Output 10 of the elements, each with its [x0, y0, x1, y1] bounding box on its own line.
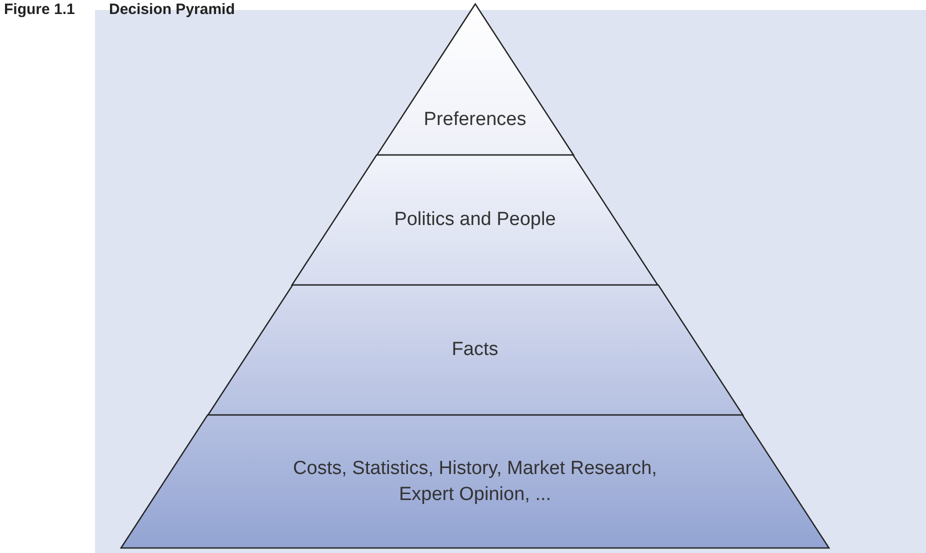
tier-label: Politics and People — [394, 208, 556, 232]
tier-label: Preferences — [424, 108, 526, 132]
pyramid-tier — [121, 415, 829, 548]
figure-number: Figure 1.1 — [4, 1, 75, 18]
pyramid-tier — [292, 155, 658, 285]
pyramid-apex — [376, 4, 574, 155]
figure-title: Decision Pyramid — [109, 1, 235, 18]
tier-label: Costs, Statistics, History, Market Research, Expert Opinion, ... — [292, 456, 658, 506]
pyramid-tier — [208, 285, 742, 415]
tier-label: Facts — [452, 338, 498, 362]
